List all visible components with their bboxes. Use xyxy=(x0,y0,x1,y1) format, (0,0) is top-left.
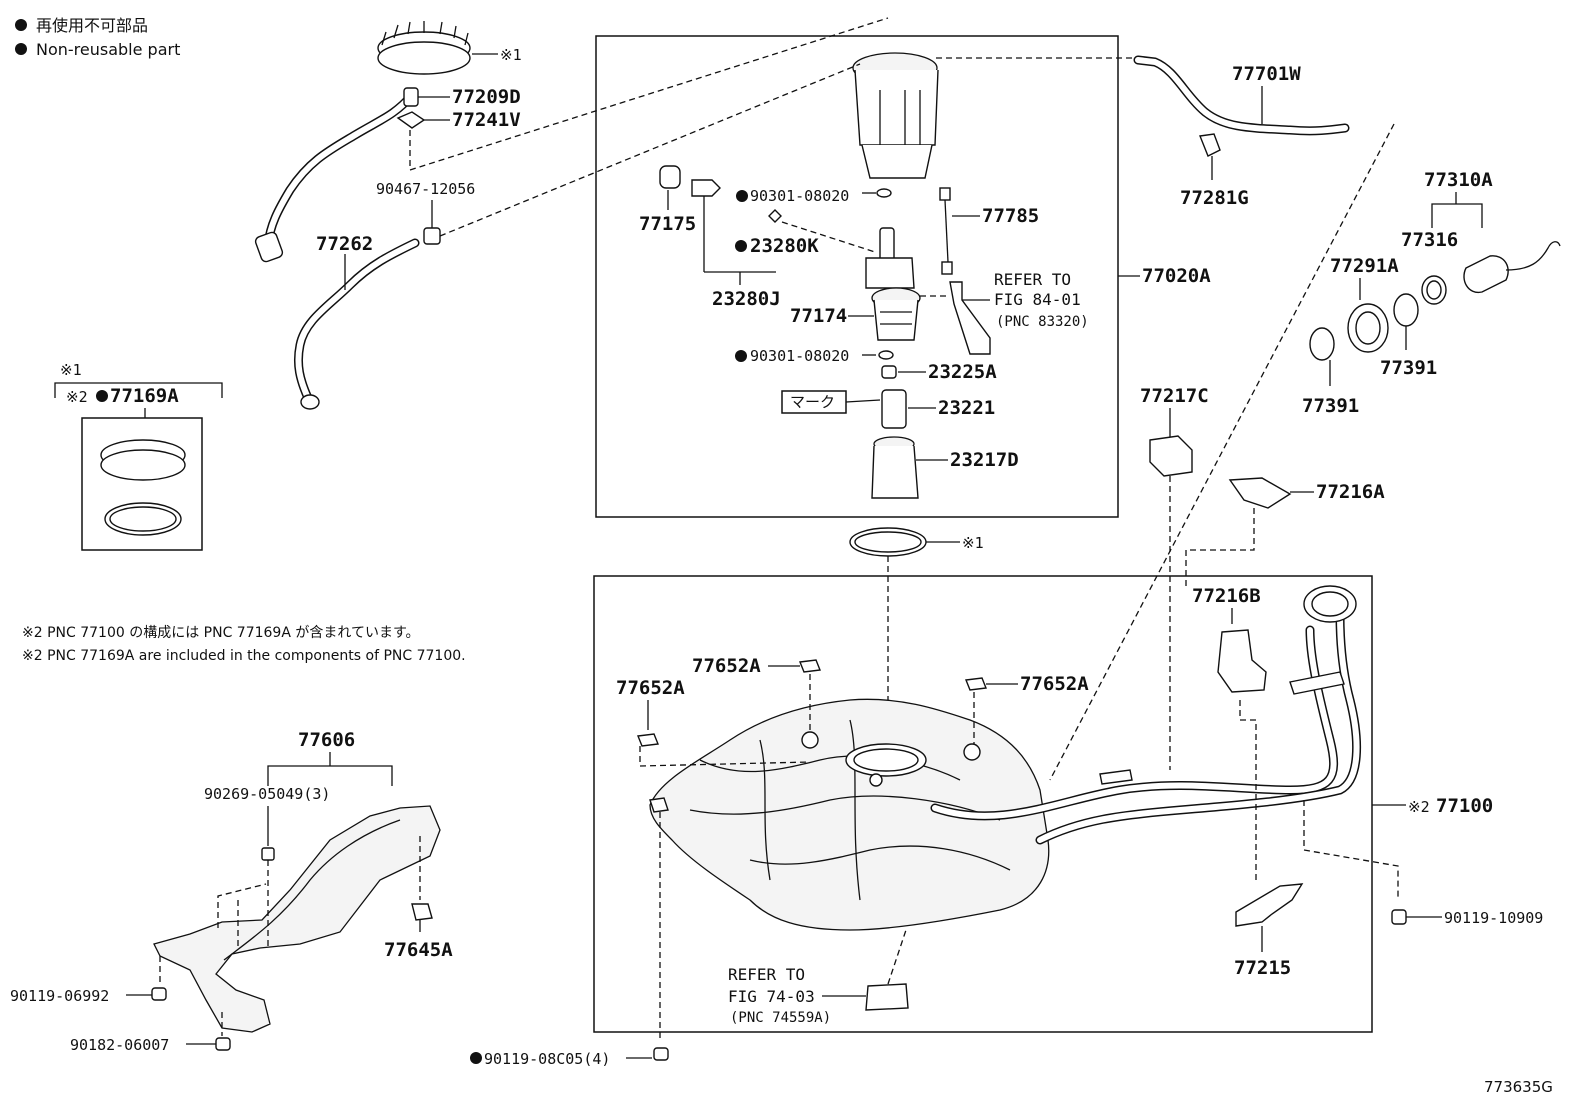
ref-mark-2-kit: ※2 xyxy=(66,388,88,406)
pump-flange-illustration xyxy=(852,52,939,179)
non-reusable-dot-icon xyxy=(735,240,747,252)
part-77100: 77100 xyxy=(1436,795,1493,817)
part-77652A-right: 77652A xyxy=(1020,673,1089,695)
part-77785: 77785 xyxy=(982,205,1039,227)
note-en: ※2 PNC 77169A are included in the compon… xyxy=(22,648,466,664)
lock-ring-illustration xyxy=(377,21,471,75)
part-77291A: 77291A xyxy=(1330,255,1399,277)
part-90269-05049: 90269-05049(3) xyxy=(204,785,330,803)
part-77169A: 77169A xyxy=(110,385,179,407)
part-77701W: 77701W xyxy=(1232,63,1301,85)
kit-77169A: ※1 ※2 77169A xyxy=(54,361,223,551)
ref-mark-1: ※1 xyxy=(500,46,522,64)
part-77241V: 77241V xyxy=(452,109,521,131)
refer-84-01-line2: FIG 84-01 xyxy=(994,290,1081,309)
refer-84-01-line1: REFER TO xyxy=(994,270,1071,289)
note-jp: ※2 PNC 77100 の構成には PNC 77169A が含まれています。 xyxy=(22,625,420,641)
part-77020A: 77020A xyxy=(1142,265,1211,287)
refer-74-03-line3: (PNC 74559A) xyxy=(730,1010,831,1026)
ref-mark-2-tank: ※2 xyxy=(1408,798,1430,816)
fuel-tank-box: ※2 77100 77216 xyxy=(593,575,1543,1033)
part-77175: 77175 xyxy=(639,213,696,235)
mark-label: マーク xyxy=(790,393,835,411)
fuel-tank-illustration xyxy=(649,698,1050,931)
part-77391-right: 77391 xyxy=(1380,357,1437,379)
filler-hose-group: ※1 77209D 77241V 90467-12056 77262 xyxy=(254,21,522,410)
legend-jp: 再使用不可部品 xyxy=(36,16,148,35)
non-reusable-dot-icon xyxy=(15,43,27,55)
legend: 再使用不可部品 Non-reusable part xyxy=(15,16,180,59)
fuel-pump-assembly-77020A: 77020A 77175 23280J 90301-08020 23280K xyxy=(595,35,1211,518)
part-77606: 77606 xyxy=(298,729,355,751)
part-90119-06992: 90119-06992 xyxy=(10,987,109,1005)
non-reusable-dot-icon xyxy=(15,19,27,31)
protector-group: 77606 90269-05049(3) 77645A 90119-06992 … xyxy=(10,729,453,1054)
part-23221: 23221 xyxy=(938,397,995,419)
part-23225A: 23225A xyxy=(928,361,997,383)
part-77262: 77262 xyxy=(316,233,373,255)
part-90467-12056: 90467-12056 xyxy=(376,180,475,198)
ref-mark-1-gasket: ※1 xyxy=(962,534,984,552)
figure-code: 773635G xyxy=(1484,1078,1553,1096)
clamp-group: 77217C 77216A xyxy=(1140,385,1385,770)
part-77645A: 77645A xyxy=(384,939,453,961)
part-90301-08020-top: 90301-08020 xyxy=(750,187,849,205)
part-23280K: 23280K xyxy=(750,235,819,257)
part-77216A: 77216A xyxy=(1316,481,1385,503)
part-90182-06007: 90182-06007 xyxy=(70,1036,169,1054)
part-90119-10909: 90119-10909 xyxy=(1444,909,1543,927)
part-77216B: 77216B xyxy=(1192,585,1261,607)
part-77310A: 77310A xyxy=(1424,169,1493,191)
non-reusable-dot-icon xyxy=(735,350,747,362)
non-reusable-dot-icon xyxy=(470,1052,482,1064)
part-90301-08020-bottom: 90301-08020 xyxy=(750,347,849,365)
part-23217D: 23217D xyxy=(950,449,1019,471)
part-23280J: 23280J xyxy=(712,288,781,310)
part-77316: 77316 xyxy=(1401,229,1458,251)
ref-mark-1-kit: ※1 xyxy=(60,361,82,379)
refer-84-01-line3: (PNC 83320) xyxy=(996,314,1089,330)
refer-74-03-line1: REFER TO xyxy=(728,965,805,984)
part-77652A-left: 77652A xyxy=(616,677,685,699)
refer-74-03-line2: FIG 74-03 xyxy=(728,987,815,1006)
part-77652A-middle: 77652A xyxy=(692,655,761,677)
fuel-cap-group: 77310A 77316 77291A 77391 77391 xyxy=(1302,169,1561,417)
fuel-pump-illustration xyxy=(865,227,921,341)
part-77281G: 77281G xyxy=(1180,187,1249,209)
legend-en: Non-reusable part xyxy=(36,40,180,59)
part-77209D: 77209D xyxy=(452,86,521,108)
filler-pipe-illustration xyxy=(930,585,1361,845)
part-90119-08C05: 90119-08C05(4) xyxy=(484,1050,610,1068)
non-reusable-dot-icon xyxy=(96,390,108,402)
part-77217C: 77217C xyxy=(1140,385,1209,407)
part-77174: 77174 xyxy=(790,305,847,327)
part-77215: 77215 xyxy=(1234,957,1291,979)
part-77391-left: 77391 xyxy=(1302,395,1359,417)
vent-hose-group: 77701W 77281G xyxy=(1133,55,1350,209)
non-reusable-dot-icon xyxy=(736,190,748,202)
